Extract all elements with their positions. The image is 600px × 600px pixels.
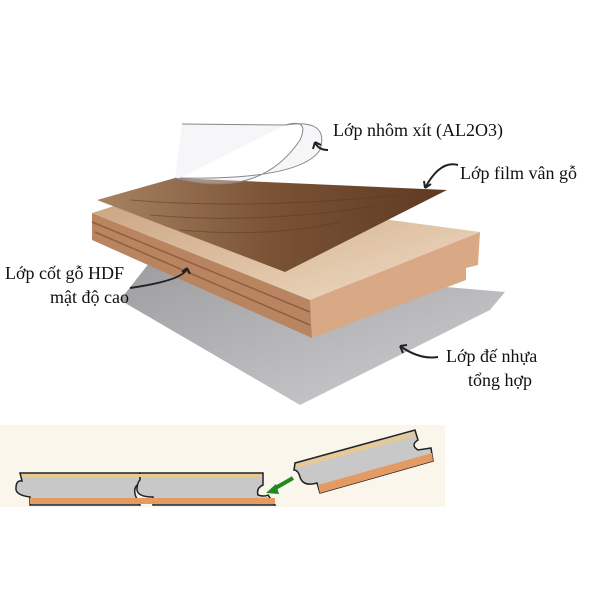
label-base-layer-line2: tổng hợp [468,370,533,390]
hdf-board-end [310,232,480,338]
label-hdf-layer-line1: Lớp cốt gỗ HDF [5,263,125,283]
label-hdf-layer-line2: mật độ cao [50,287,129,307]
label-base-layer-line1: Lớp đế nhựa [446,346,538,366]
hdf-pointer-arrow [129,267,191,289]
click-lock-planks [15,429,434,506]
label-film-layer: Lớp film vân gỗ [460,163,577,183]
alumina-overlay-sheet [174,122,323,185]
base-pointer-arrow [399,344,439,359]
film-pointer-arrow [423,163,459,189]
wood-grain-film-layer [97,178,447,272]
alumina-pointer-arrow [312,141,329,151]
label-alumina-layer: Lớp nhôm xít (AL2O3) [333,120,503,140]
